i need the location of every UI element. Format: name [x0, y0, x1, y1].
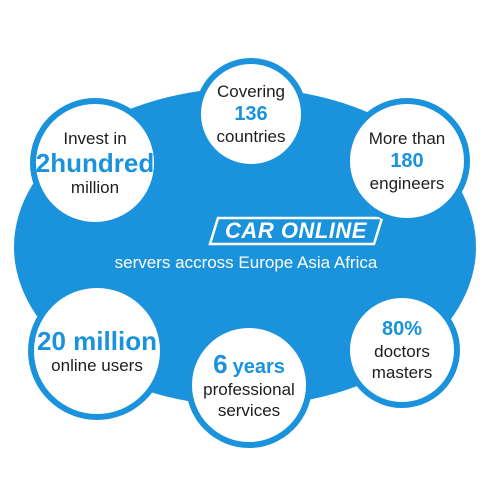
servers-subtitle: servers accross Europe Asia Africa — [114, 253, 378, 272]
investment-bubble: Invest in 2 hundred million — [30, 98, 160, 228]
staff-line3: masters — [371, 363, 433, 382]
engineers-prefix: More than — [368, 129, 446, 148]
coverage-bubble: Covering 136 countries — [195, 58, 307, 170]
brand-logo-frame — [208, 216, 384, 246]
users-suffix: online users — [51, 355, 143, 375]
investment-number-word: hundred — [50, 148, 155, 178]
staff-line2: doctors — [374, 342, 430, 361]
investment-suffix: million — [70, 178, 120, 197]
investment-number: 2 — [35, 148, 51, 178]
coverage-prefix: Covering — [216, 82, 286, 101]
experience-bubble: 6 years professional services — [186, 322, 312, 448]
users-bubble: 20 million online users — [28, 282, 166, 420]
investment-prefix: Invest in — [63, 129, 127, 148]
staff-number: 80% — [381, 318, 423, 340]
experience-line2: professional — [203, 379, 295, 399]
experience-number: 6 — [213, 348, 228, 379]
engineers-suffix: engineers — [369, 174, 445, 193]
coverage-suffix: countries — [216, 127, 286, 146]
staff-bubble: 80% doctors masters — [344, 292, 460, 408]
engineers-number: 180 — [390, 150, 424, 172]
coverage-number: 136 — [234, 103, 268, 125]
engineers-bubble: More than 180 engineers — [344, 98, 470, 224]
experience-number-word: years — [232, 355, 285, 378]
users-number: 20 million — [37, 325, 157, 356]
experience-line3: services — [217, 400, 281, 420]
brand-logo-text: CAR ONLINE — [225, 218, 367, 243]
